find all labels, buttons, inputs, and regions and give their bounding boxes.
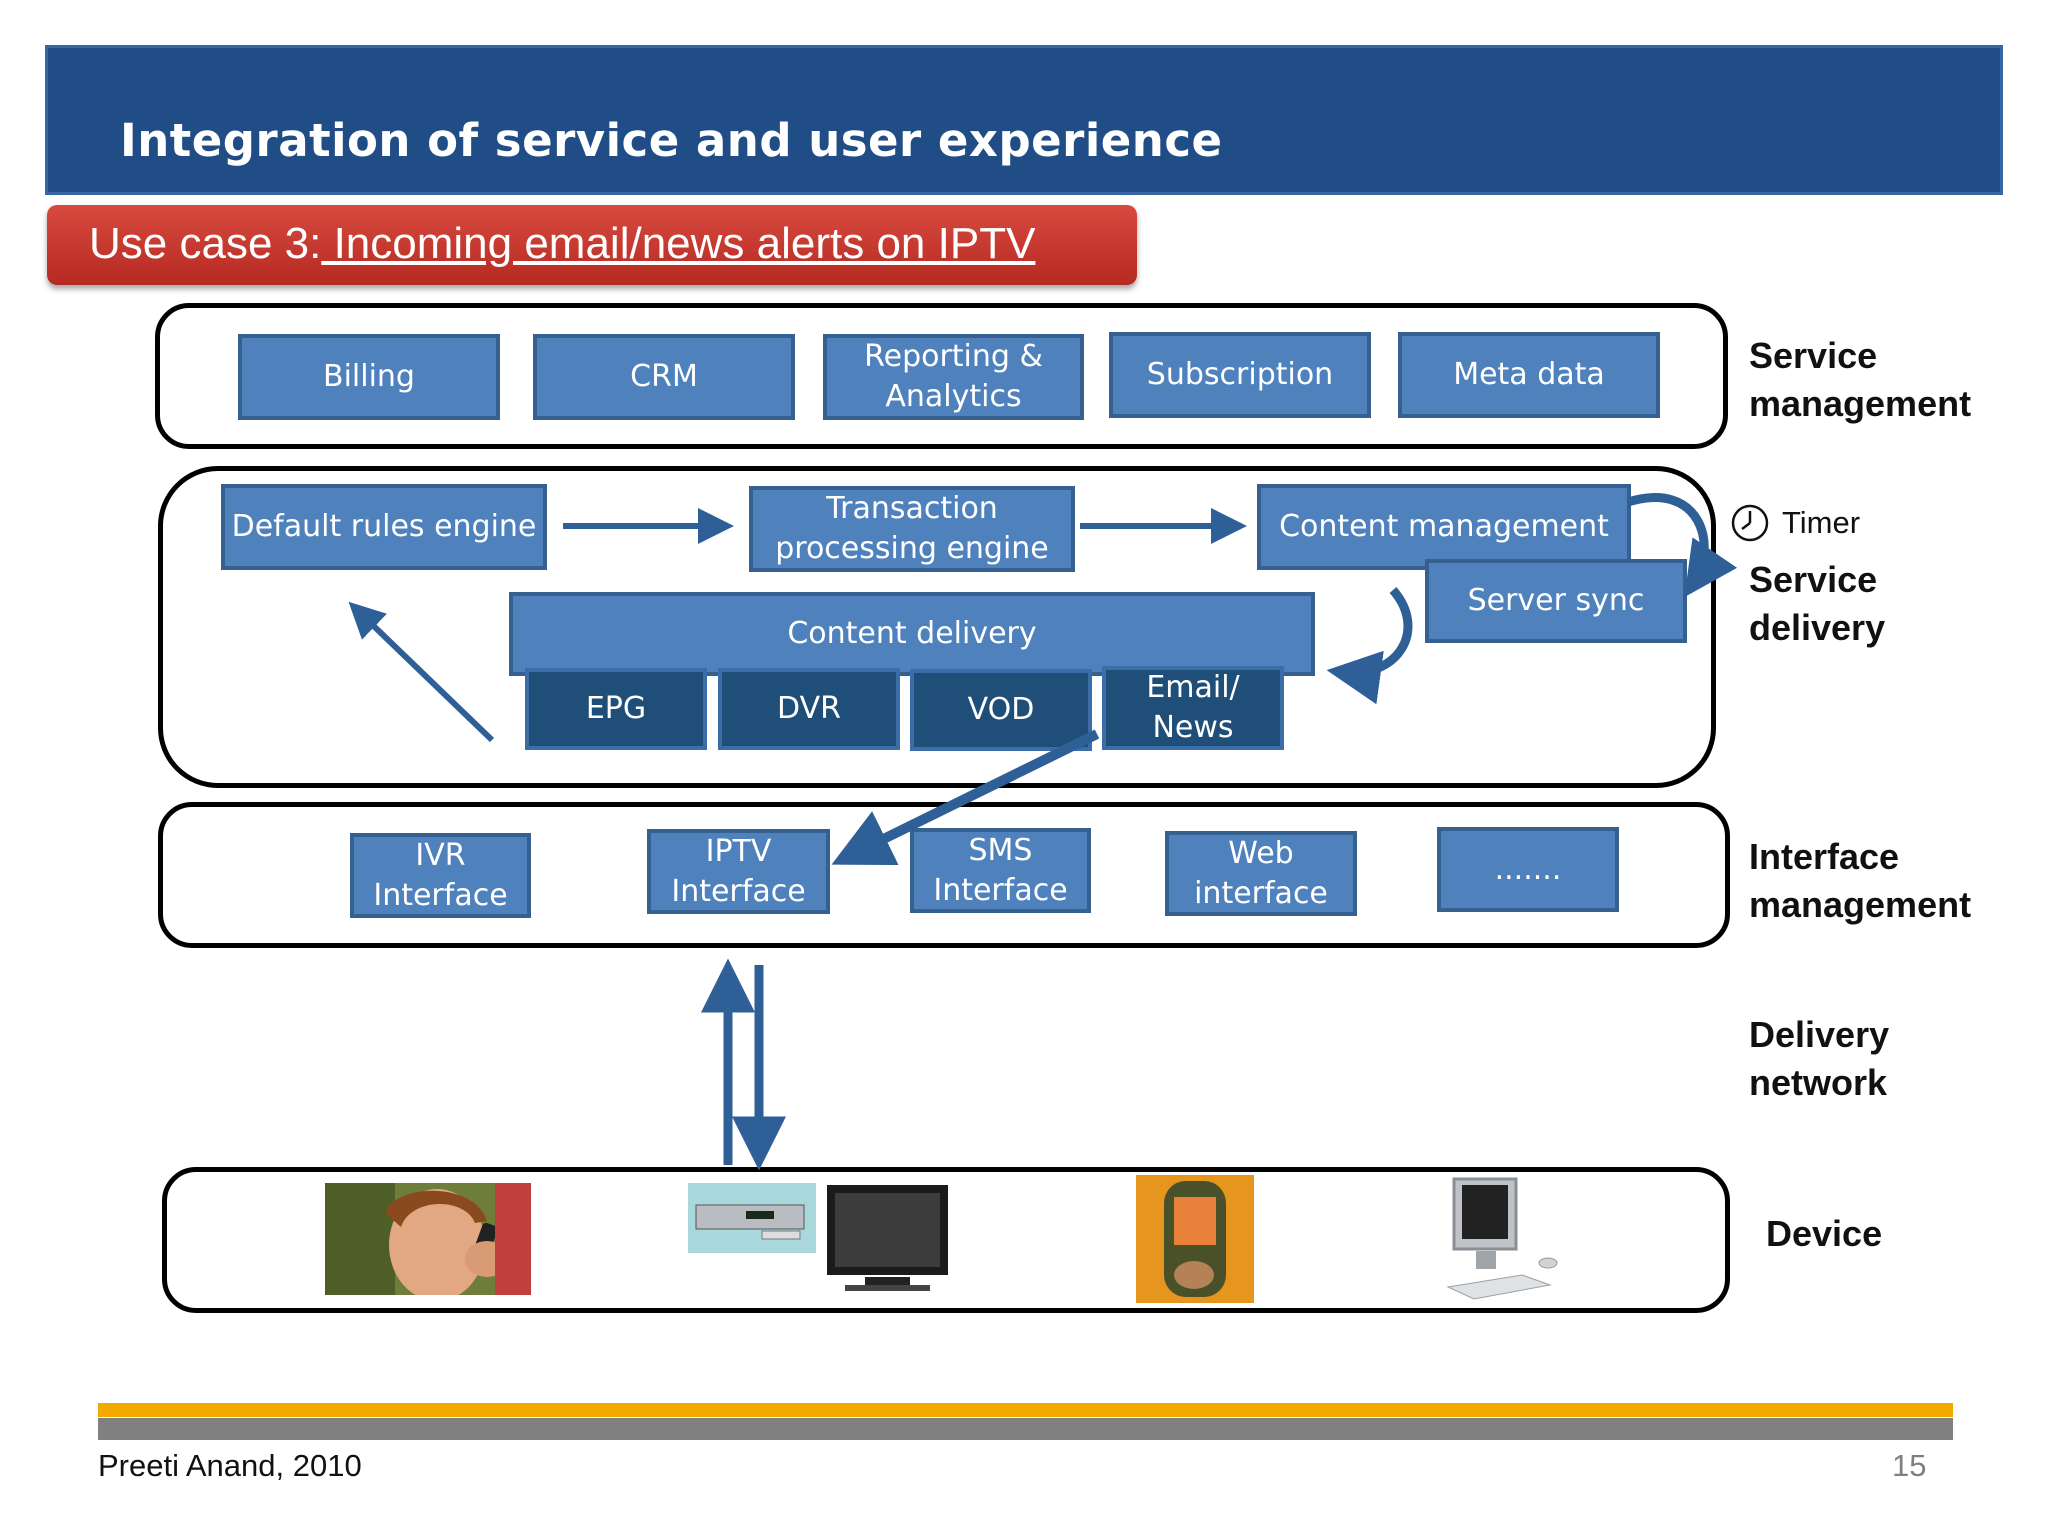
timer-label: Timer — [1782, 505, 1861, 540]
iptv-interface-box: IPTV Interface — [647, 829, 830, 914]
interface-management-label: Interface management — [1749, 836, 1972, 925]
page-number: 15 — [1892, 1448, 1927, 1483]
service-delivery-label: Service delivery — [1749, 559, 1886, 648]
clock-icon — [1731, 504, 1769, 542]
timer: Timer — [1730, 503, 1860, 543]
title-bar: Integration of service and user experien… — [45, 45, 2003, 195]
server-sync-box: Server sync — [1425, 559, 1687, 643]
default-rules-engine-box: Default rules engine — [221, 484, 547, 570]
subscription-box: Subscription — [1109, 332, 1371, 418]
phone-user-photo — [325, 1183, 531, 1295]
footer-gray-rule — [98, 1418, 1953, 1440]
delivery-network-label: Delivery network — [1749, 1014, 1890, 1103]
transaction-engine-box: Transaction processing engine — [749, 486, 1075, 572]
footer-orange-rule — [98, 1403, 1953, 1417]
vod-box: VOD — [910, 669, 1092, 751]
device-label: Device — [1766, 1213, 1883, 1254]
usecase-banner: Use case 3: Incoming email/news alerts o… — [47, 205, 1137, 285]
usecase-heading: Use case 3: Incoming email/news alerts o… — [89, 219, 1035, 269]
mobile-phone-image — [1136, 1175, 1254, 1303]
meta-data-box: Meta data — [1398, 332, 1660, 418]
set-top-box-image — [688, 1183, 816, 1253]
arrow-email-news-to-iptv — [831, 729, 1100, 866]
billing-box: Billing — [238, 334, 500, 420]
email-news-box: Email/ News — [1102, 666, 1284, 750]
arrow-content-management-to-server-sync — [1626, 493, 1738, 598]
dvr-box: DVR — [718, 668, 900, 750]
arrow-feedback-to-rules — [348, 601, 495, 743]
tv-image — [827, 1185, 948, 1291]
reporting-analytics-box: Reporting & Analytics — [823, 334, 1084, 420]
usecase-title: Incoming email/news alerts on IPTV — [321, 219, 1036, 268]
crm-box: CRM — [533, 334, 795, 420]
desktop-computer-image — [1446, 1177, 1558, 1300]
ivr-interface-box: IVR Interface — [350, 833, 531, 918]
more-interfaces-box: ....... — [1437, 827, 1619, 912]
sms-interface-box: SMS Interface — [910, 828, 1091, 913]
footer-author: Preeti Anand, 2010 — [98, 1448, 362, 1483]
slide-title: Integration of service and user experien… — [120, 114, 1223, 167]
usecase-prefix: Use case 3: — [89, 219, 322, 268]
web-interface-box: Web interface — [1165, 831, 1357, 916]
service-management-label: Service management — [1749, 335, 1972, 424]
arrow-server-sync-to-content-delivery — [1326, 587, 1413, 705]
epg-box: EPG — [525, 668, 707, 750]
